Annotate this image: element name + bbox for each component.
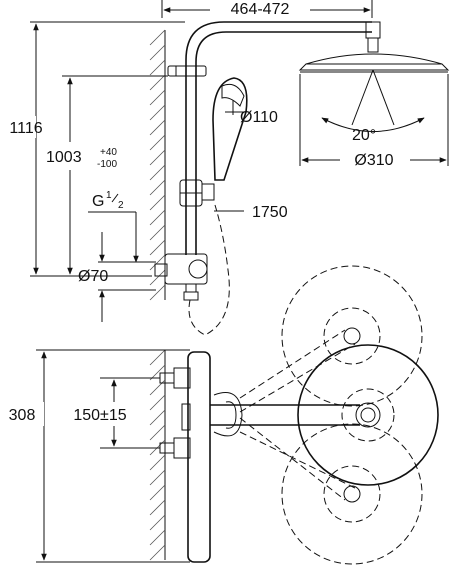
- arm-height-tol-minus: -100: [97, 159, 117, 170]
- front-elevation-view: 308 150±15: [0, 265, 439, 565]
- thread-fraction-num: 1: [106, 190, 112, 201]
- thermostat-height-label: 308: [9, 407, 36, 424]
- head-shower: [298, 21, 450, 132]
- thread-label: G: [92, 193, 104, 210]
- center-distance-label: 150±15: [73, 407, 126, 424]
- hand-shower-diameter-label: Ø110: [240, 109, 278, 126]
- outlet-diameter-label: Ø70: [78, 268, 108, 285]
- hand-shower: [212, 77, 248, 181]
- head-shower-diameter-label: Ø310: [354, 152, 393, 169]
- wall-bottom: [149, 349, 166, 561]
- shower-slider: [179, 179, 215, 207]
- shower-hose: [188, 204, 230, 336]
- side-elevation-view: 464-472 1116 1003 +40 -100 G 1 2 Ø70 Ø11…: [9, 0, 450, 336]
- riser-pipe: [167, 21, 372, 255]
- wall-top: [149, 29, 166, 301]
- width-range-label: 464-472: [231, 1, 290, 18]
- arm-height-tol-plus: +40: [100, 147, 117, 158]
- thermostat-front: [159, 351, 211, 563]
- head-shower-upper-position: [239, 265, 423, 413]
- thread-fraction-den: 2: [118, 200, 124, 211]
- hose-length-label: 1750: [252, 204, 288, 221]
- spray-angle-label: 20°: [352, 127, 376, 144]
- shower-arm-front: [210, 392, 360, 437]
- total-height-label: 1116: [9, 120, 42, 137]
- thermostat-side: [154, 253, 208, 301]
- head-shower-lower-position: [239, 417, 423, 565]
- arm-height-label: 1003: [46, 149, 82, 166]
- head-shower-front: [297, 344, 439, 486]
